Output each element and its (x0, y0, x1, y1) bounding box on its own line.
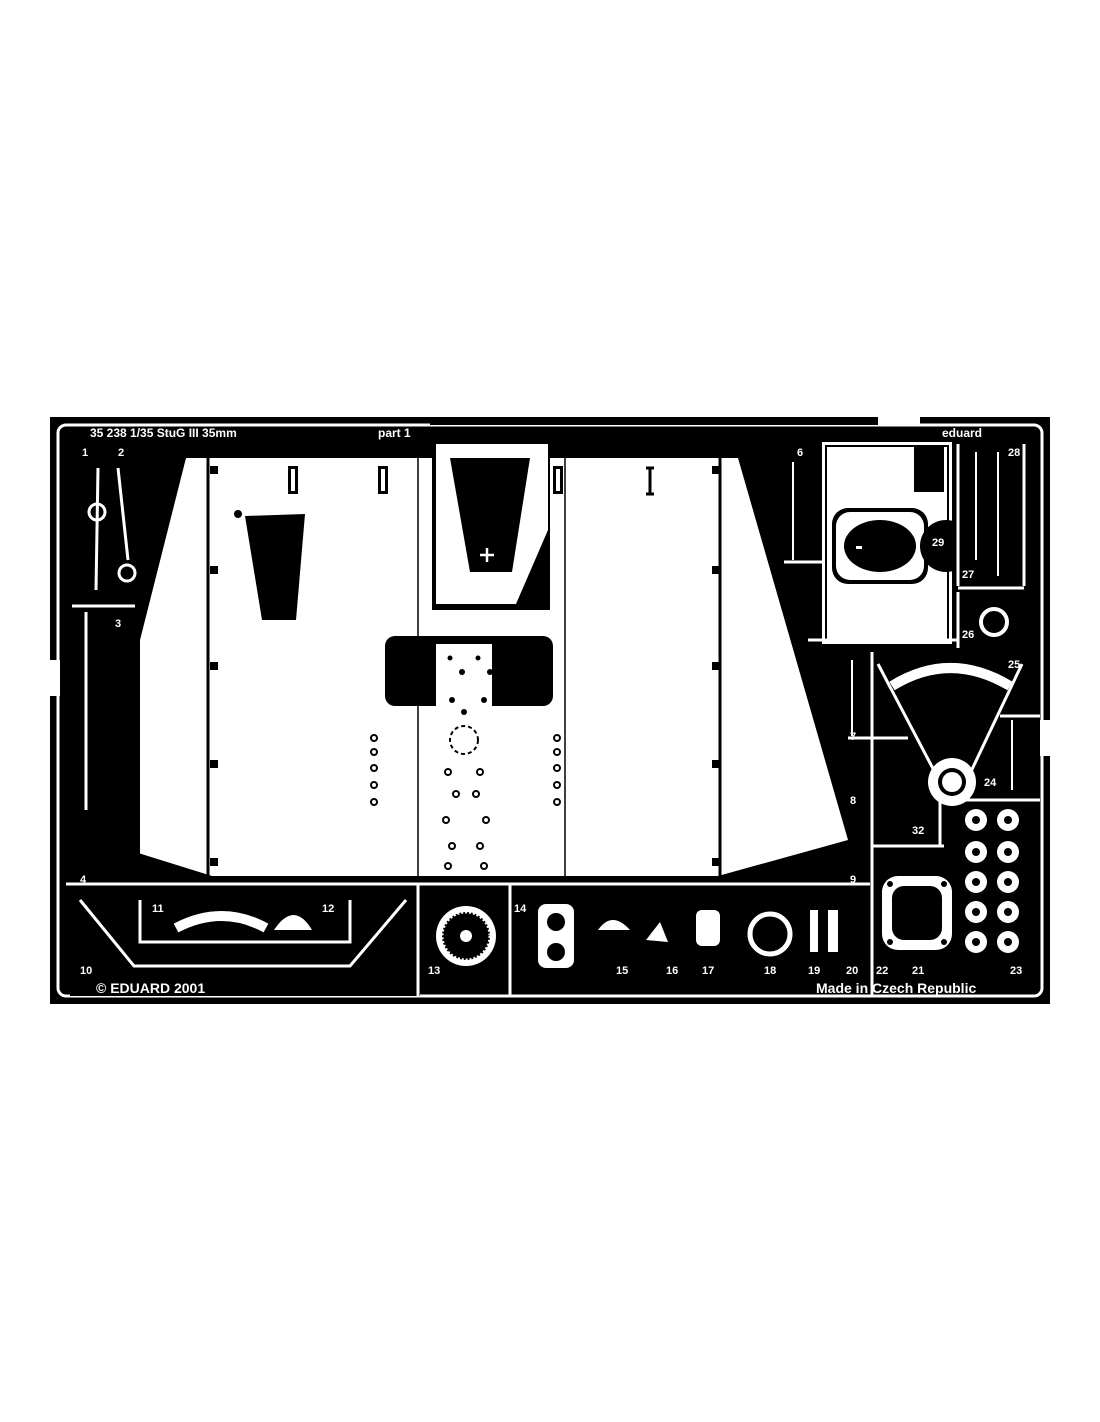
svg-text:25: 25 (1008, 659, 1020, 671)
lever-parts-left (72, 467, 137, 810)
side-markers (210, 466, 720, 866)
svg-text:32: 32 (912, 825, 924, 837)
svg-text:6: 6 (797, 447, 803, 459)
part-11-arc (173, 911, 269, 933)
part-10-trough (78, 899, 408, 968)
part-18-ring (747, 911, 793, 957)
header-left-label: 35 238 1/35 StuG III 35mm (90, 426, 237, 440)
svg-text:22: 22 (876, 965, 888, 977)
svg-text:18: 18 (764, 965, 776, 977)
svg-text:12: 12 (322, 903, 334, 915)
svg-text:23: 23 (1010, 965, 1022, 977)
part-12-dome (274, 915, 312, 930)
svg-text:13: 13 (428, 965, 440, 977)
header-mid-label: part 1 (378, 426, 411, 440)
header-right-label: eduard (942, 426, 982, 440)
svg-text:19: 19 (808, 965, 820, 977)
svg-text:27: 27 (962, 569, 974, 581)
svg-text:14: 14 (514, 903, 527, 915)
svg-text:21: 21 (912, 965, 924, 977)
svg-text:16: 16 (666, 965, 678, 977)
copyright-label: © EDUARD 2001 (96, 980, 205, 996)
part-17-part (696, 910, 720, 946)
svg-text:8: 8 (850, 795, 856, 807)
svg-text:15: 15 (616, 965, 628, 977)
rivet-columns (370, 734, 561, 870)
svg-text:10: 10 (80, 965, 92, 977)
svg-text:3: 3 (115, 618, 121, 630)
svg-text:26: 26 (962, 629, 974, 641)
part-16-part (646, 922, 668, 942)
svg-text:11: 11 (152, 903, 164, 915)
svg-text:28: 28 (1008, 447, 1020, 459)
part-26-ring (979, 607, 1009, 637)
svg-text:17: 17 (702, 965, 714, 977)
svg-text:20: 20 (846, 965, 858, 977)
svg-text:24: 24 (984, 777, 997, 789)
svg-text:5: 5 (446, 585, 452, 597)
part-19-part (810, 910, 818, 952)
svg-text:7: 7 (850, 731, 856, 743)
svg-text:9: 9 (850, 874, 856, 886)
part-23-rings (965, 809, 1019, 953)
part-25-gauge (889, 663, 1013, 691)
hatch-cutout (245, 514, 305, 620)
svg-text:4: 4 (80, 874, 87, 886)
svg-text:29: 29 (932, 537, 944, 549)
part-number-labels: 1 2 3 4 5 6 7 8 9 10 11 12 13 14 15 16 1… (80, 447, 1022, 977)
origin-label: Made in Czech Republic (816, 980, 976, 996)
part-15-part (598, 920, 630, 930)
svg-text:1: 1 (82, 447, 88, 459)
svg-text:2: 2 (118, 447, 124, 459)
part-20-part (828, 910, 838, 952)
